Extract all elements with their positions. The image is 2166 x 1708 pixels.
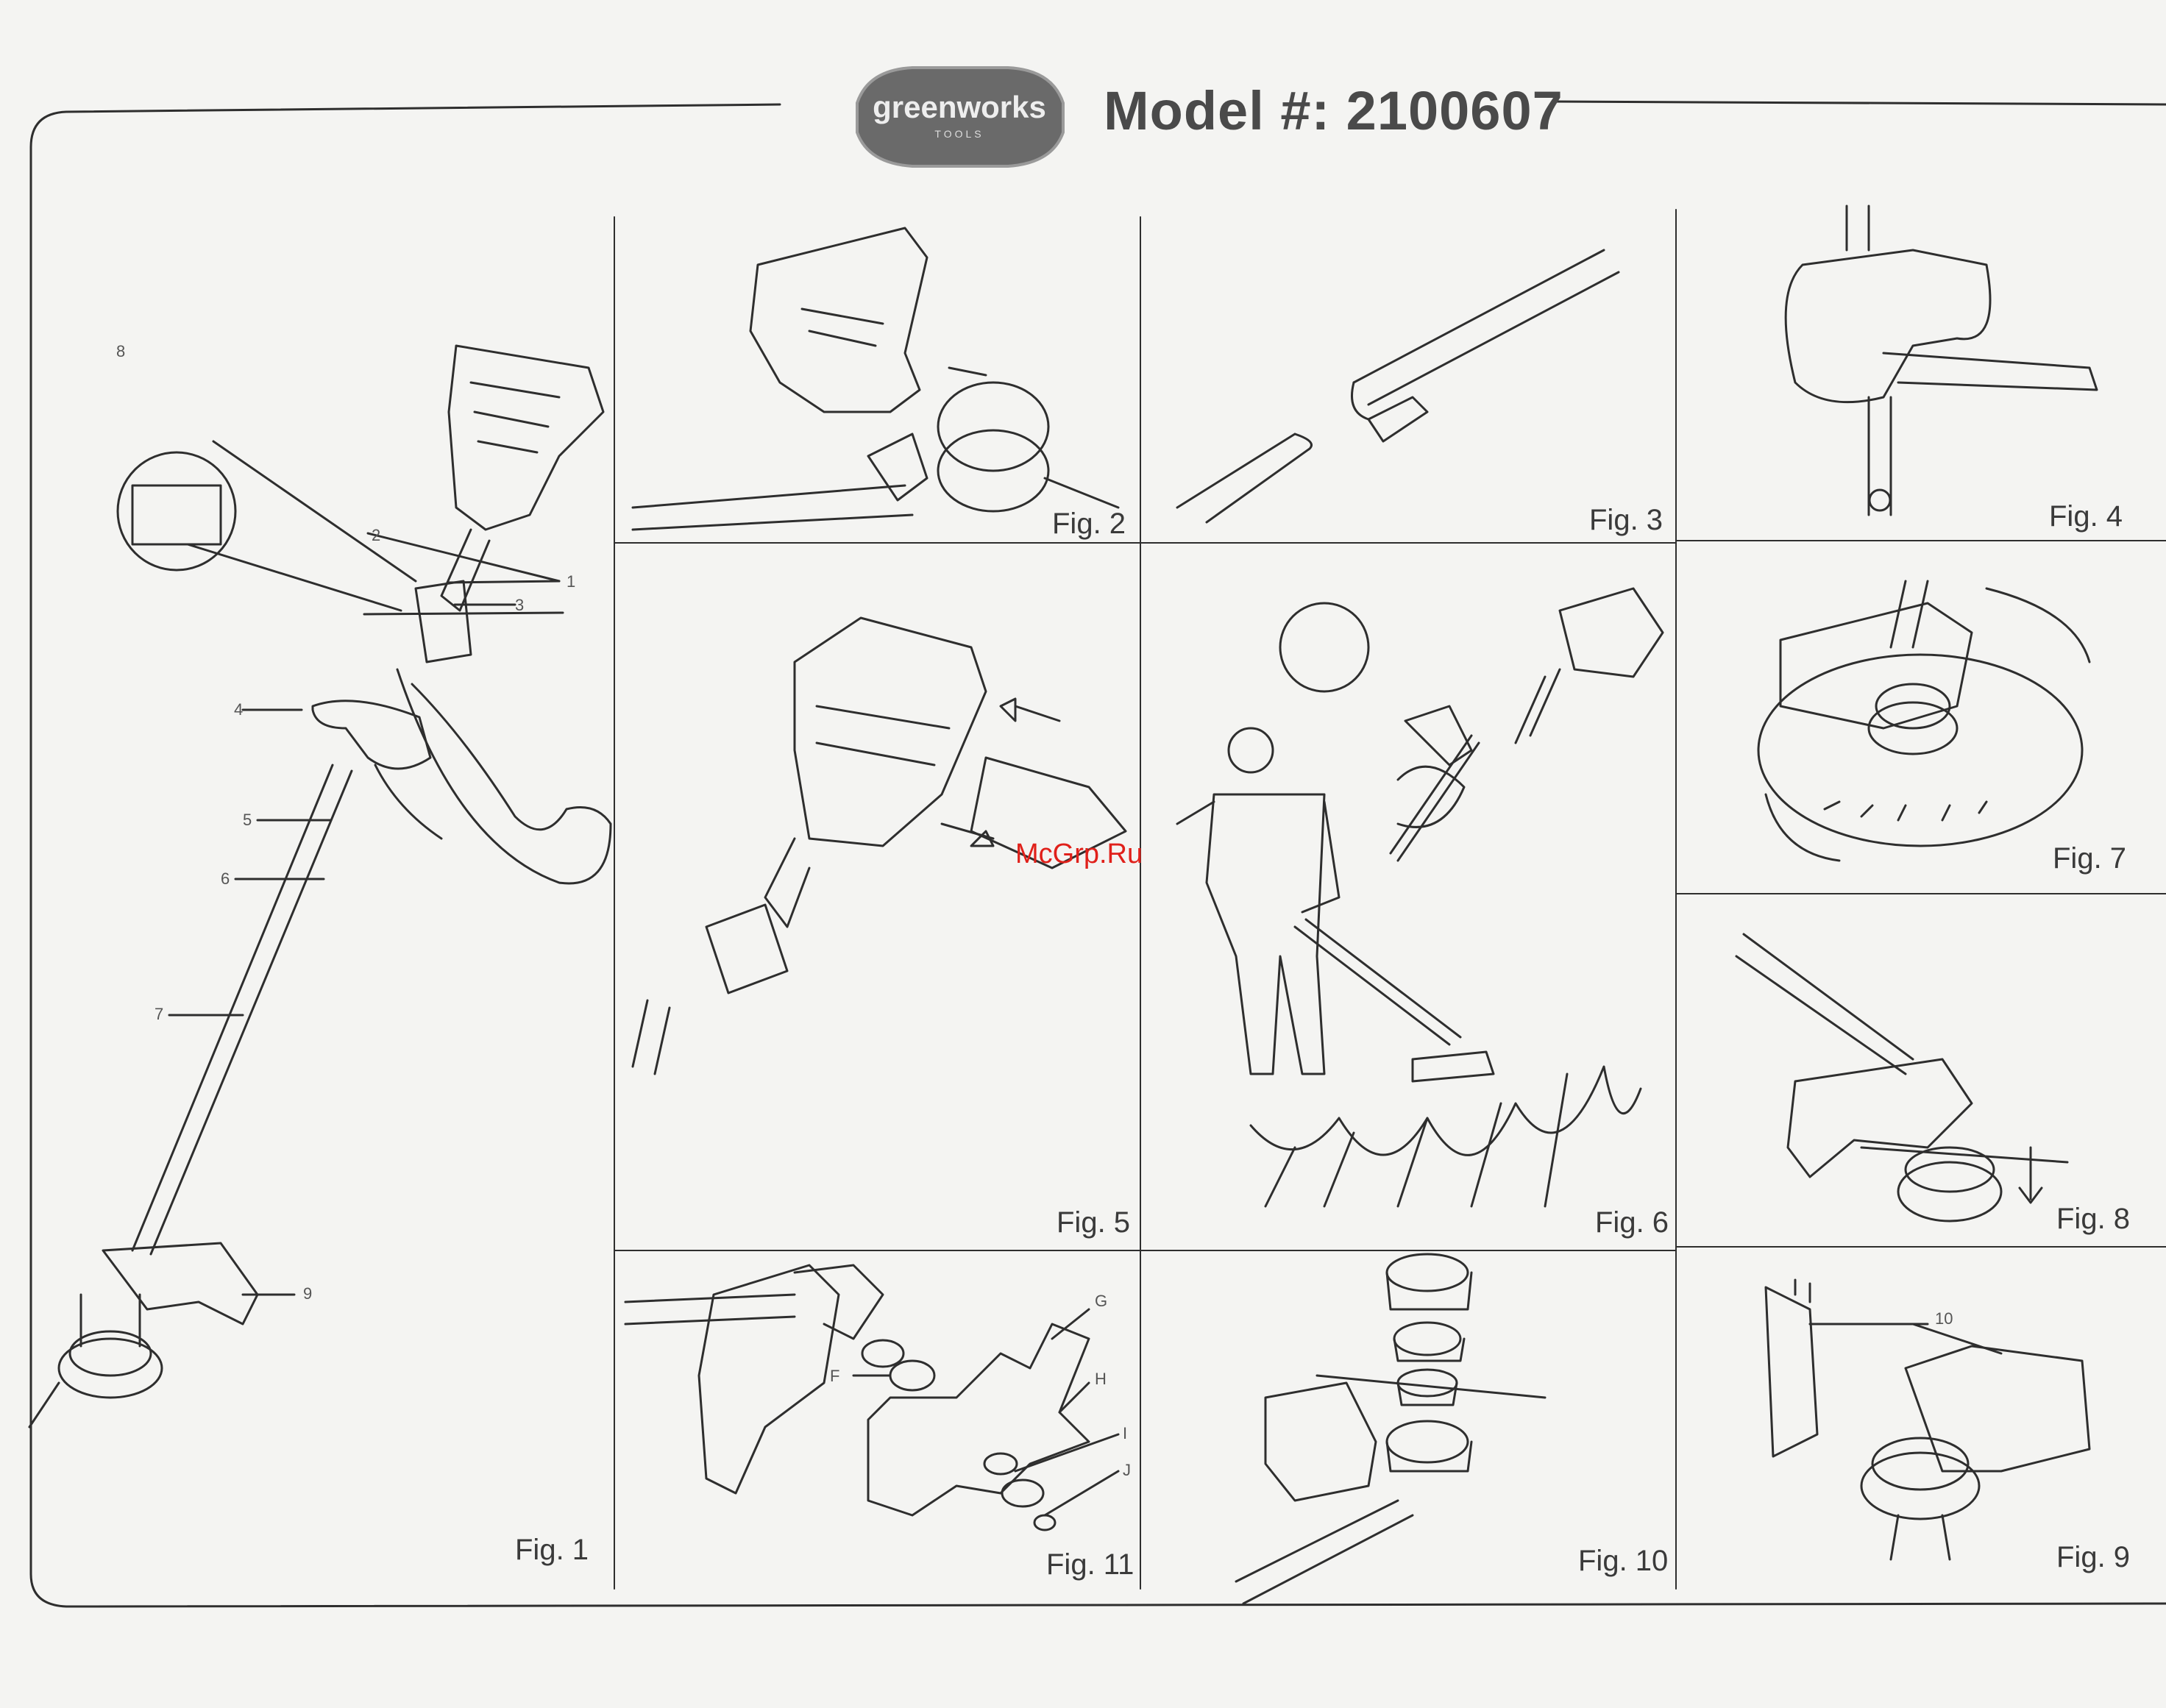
fig9-label: Fig. 9 (2056, 1541, 2130, 1574)
logo-brand-subtext: TOOLS (853, 128, 1065, 140)
fig1-callout-7: 7 (155, 1005, 163, 1024)
fig11-label: Fig. 11 (1046, 1548, 1134, 1581)
fig7-drawing (1758, 581, 2089, 861)
fig1-callout-8: 8 (116, 342, 125, 361)
fig7-label: Fig. 7 (2053, 842, 2126, 875)
fig2-drawing (633, 228, 1118, 530)
fig1-label: Fig. 1 (515, 1534, 589, 1567)
fig4-label: Fig. 4 (2049, 500, 2123, 533)
fig11-callout-G: G (1095, 1292, 1107, 1311)
fig11-callout-I: I (1123, 1424, 1127, 1443)
fig11-drawing (625, 1265, 1118, 1530)
fig1-callout-1: 1 (567, 572, 575, 591)
greenworks-logo: greenworks TOOLS (853, 68, 1065, 165)
fig2-label: Fig. 2 (1052, 508, 1126, 541)
fig1-callout-5: 5 (243, 811, 252, 830)
fig4-drawing (1786, 206, 2097, 515)
fig6-drawing (1177, 588, 1663, 1206)
fig1-callout-6: 6 (221, 869, 230, 889)
fig11-callout-F: F (830, 1367, 839, 1386)
page-frame-top-right (1554, 102, 2166, 104)
fig1-trimmer-drawing (29, 346, 611, 1427)
fig1-callout-9: 9 (303, 1284, 312, 1303)
fig10-label: Fig. 10 (1578, 1545, 1668, 1578)
fig1-callout-3: 3 (515, 596, 524, 615)
logo-brand-text: greenworks (853, 90, 1065, 125)
fig1-callout-4: 4 (234, 700, 243, 719)
fig8-label: Fig. 8 (2056, 1203, 2130, 1236)
fig1-callout-2: 2 (372, 526, 380, 545)
fig11-callout-J: J (1123, 1461, 1131, 1480)
fig11-callout-H: H (1095, 1370, 1107, 1389)
fig8-drawing (1736, 934, 2067, 1221)
fig3-label: Fig. 3 (1589, 504, 1663, 537)
fig10-drawing (1236, 1254, 1545, 1604)
fig9-callout-10: 10 (1935, 1309, 1953, 1328)
fig6-label: Fig. 6 (1595, 1206, 1669, 1239)
fig5-label: Fig. 5 (1057, 1206, 1130, 1239)
model-number-title: Model #: 2100607 (1104, 79, 1563, 142)
watermark-text: McGrp.Ru (1015, 839, 1143, 870)
fig9-drawing (1766, 1280, 2089, 1559)
fig3-drawing (1177, 250, 1619, 522)
